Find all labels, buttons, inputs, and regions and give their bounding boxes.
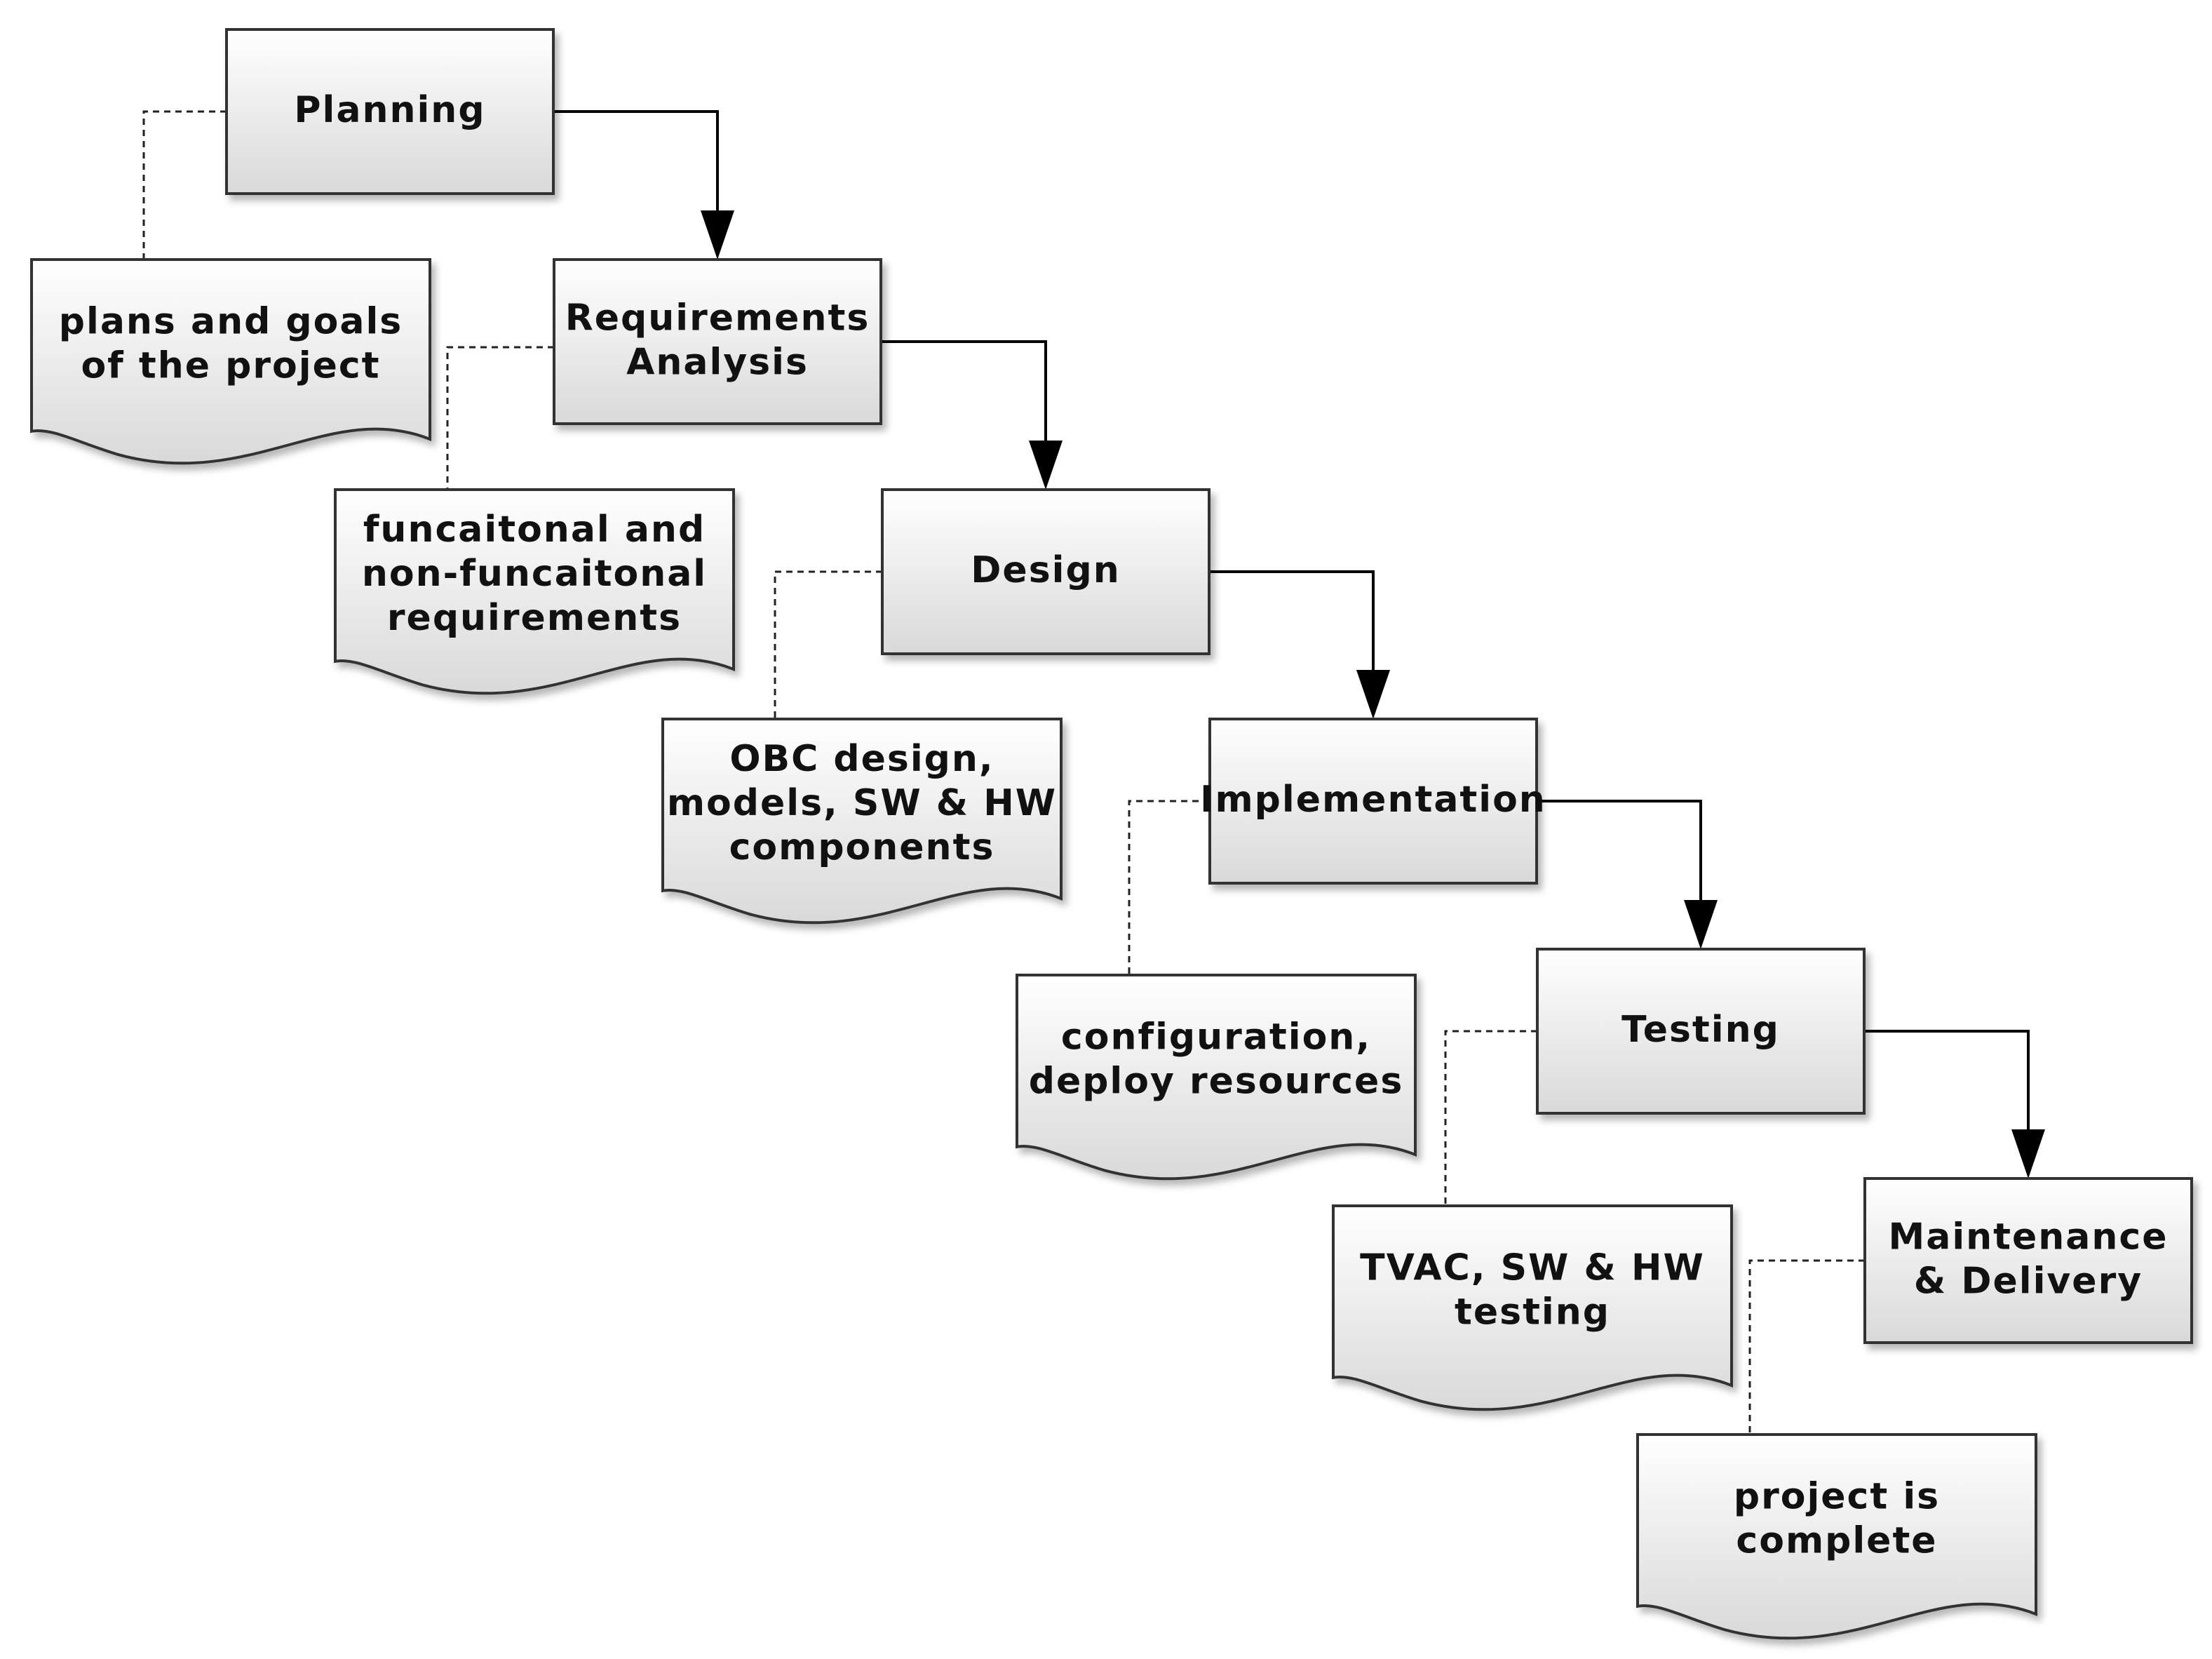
stage-requirements-analysis-text-line: Analysis [626, 342, 809, 384]
process-box [225, 28, 555, 195]
note-testing-text-line: TVAC, SW & HW [1360, 1247, 1705, 1289]
process-box [1208, 718, 1538, 885]
flow-arrow-line [553, 110, 719, 210]
document-shape [30, 258, 431, 465]
stage-implementation-text-line: Implementation [1200, 779, 1546, 821]
document-shape [1332, 1204, 1733, 1411]
stage-planning-text-line: Planning [294, 89, 485, 131]
annotation-connector [142, 110, 227, 260]
stages-layer: PlanningRequirementsAnalysisDesignImplem… [225, 28, 2193, 1344]
arrowhead-icon [1684, 900, 1718, 949]
annotation-connector [1748, 1259, 1865, 1435]
annotation-connector [774, 570, 882, 719]
note-obc-design-text-line: models, SW & HW [667, 782, 1057, 824]
note-testing-text-line: testing [1455, 1291, 1610, 1334]
note-requirements-text-line: non-funcaitonal [362, 553, 707, 595]
note-configuration-text-line: configuration, [1061, 1016, 1371, 1059]
note-requirements: funcaitonal andnon-funcaitonalrequiremen… [334, 488, 735, 695]
note-requirements-text-line: requirements [387, 597, 682, 639]
document-shape [334, 488, 735, 695]
annotation-connector [1444, 1030, 1537, 1206]
stage-maintenance-delivery-text-line: & Delivery [1914, 1261, 2143, 1303]
process-box [1536, 948, 1866, 1115]
annotation-connector [1128, 800, 1210, 975]
note-configuration-text-line: deploy resources [1029, 1061, 1404, 1103]
stage-testing: Testing [1536, 948, 1866, 1115]
note-plans-and-goals-text-line: plans and goals [59, 301, 403, 343]
flow-arrow-line [1209, 570, 1375, 670]
note-obc-design-text-line: OBC design, [729, 738, 994, 780]
process-box [881, 488, 1210, 655]
note-configuration: configuration,deploy resources [1016, 974, 1417, 1181]
flow-arrow-line [1537, 800, 1702, 900]
document-shape [1636, 1433, 2037, 1640]
stage-maintenance-delivery: Maintenance& Delivery [1863, 1177, 2193, 1344]
note-project-complete-text-line: project is [1734, 1476, 1940, 1518]
flow-arrow-line [881, 340, 1047, 441]
process-box [1863, 1177, 2193, 1344]
stage-design: Design [881, 488, 1210, 655]
note-project-complete-text-line: complete [1736, 1520, 1937, 1562]
connectors-layer [142, 110, 2045, 1435]
stage-requirements-analysis-text-line: Requirements [565, 297, 870, 340]
flow-arrow-line [1864, 1030, 2030, 1129]
note-plans-and-goals-text-line: of the project [81, 345, 380, 387]
stage-testing-text-line: Testing [1621, 1009, 1780, 1051]
document-shape [1016, 974, 1417, 1181]
arrowhead-icon [701, 210, 734, 260]
stage-implementation: Implementation [1200, 718, 1546, 885]
note-requirements-text-line: funcaitonal and [363, 509, 706, 551]
document-shape [661, 718, 1063, 925]
stage-design-text-line: Design [971, 549, 1120, 591]
arrowhead-icon [1356, 670, 1390, 719]
stage-planning: Planning [225, 28, 555, 195]
note-obc-design-text-line: components [729, 826, 995, 868]
annotation-connector [446, 346, 554, 490]
stage-maintenance-delivery-text-line: Maintenance [1888, 1216, 2168, 1258]
arrowhead-icon [2011, 1129, 2045, 1178]
process-box [553, 258, 882, 425]
arrowhead-icon [1029, 441, 1063, 490]
